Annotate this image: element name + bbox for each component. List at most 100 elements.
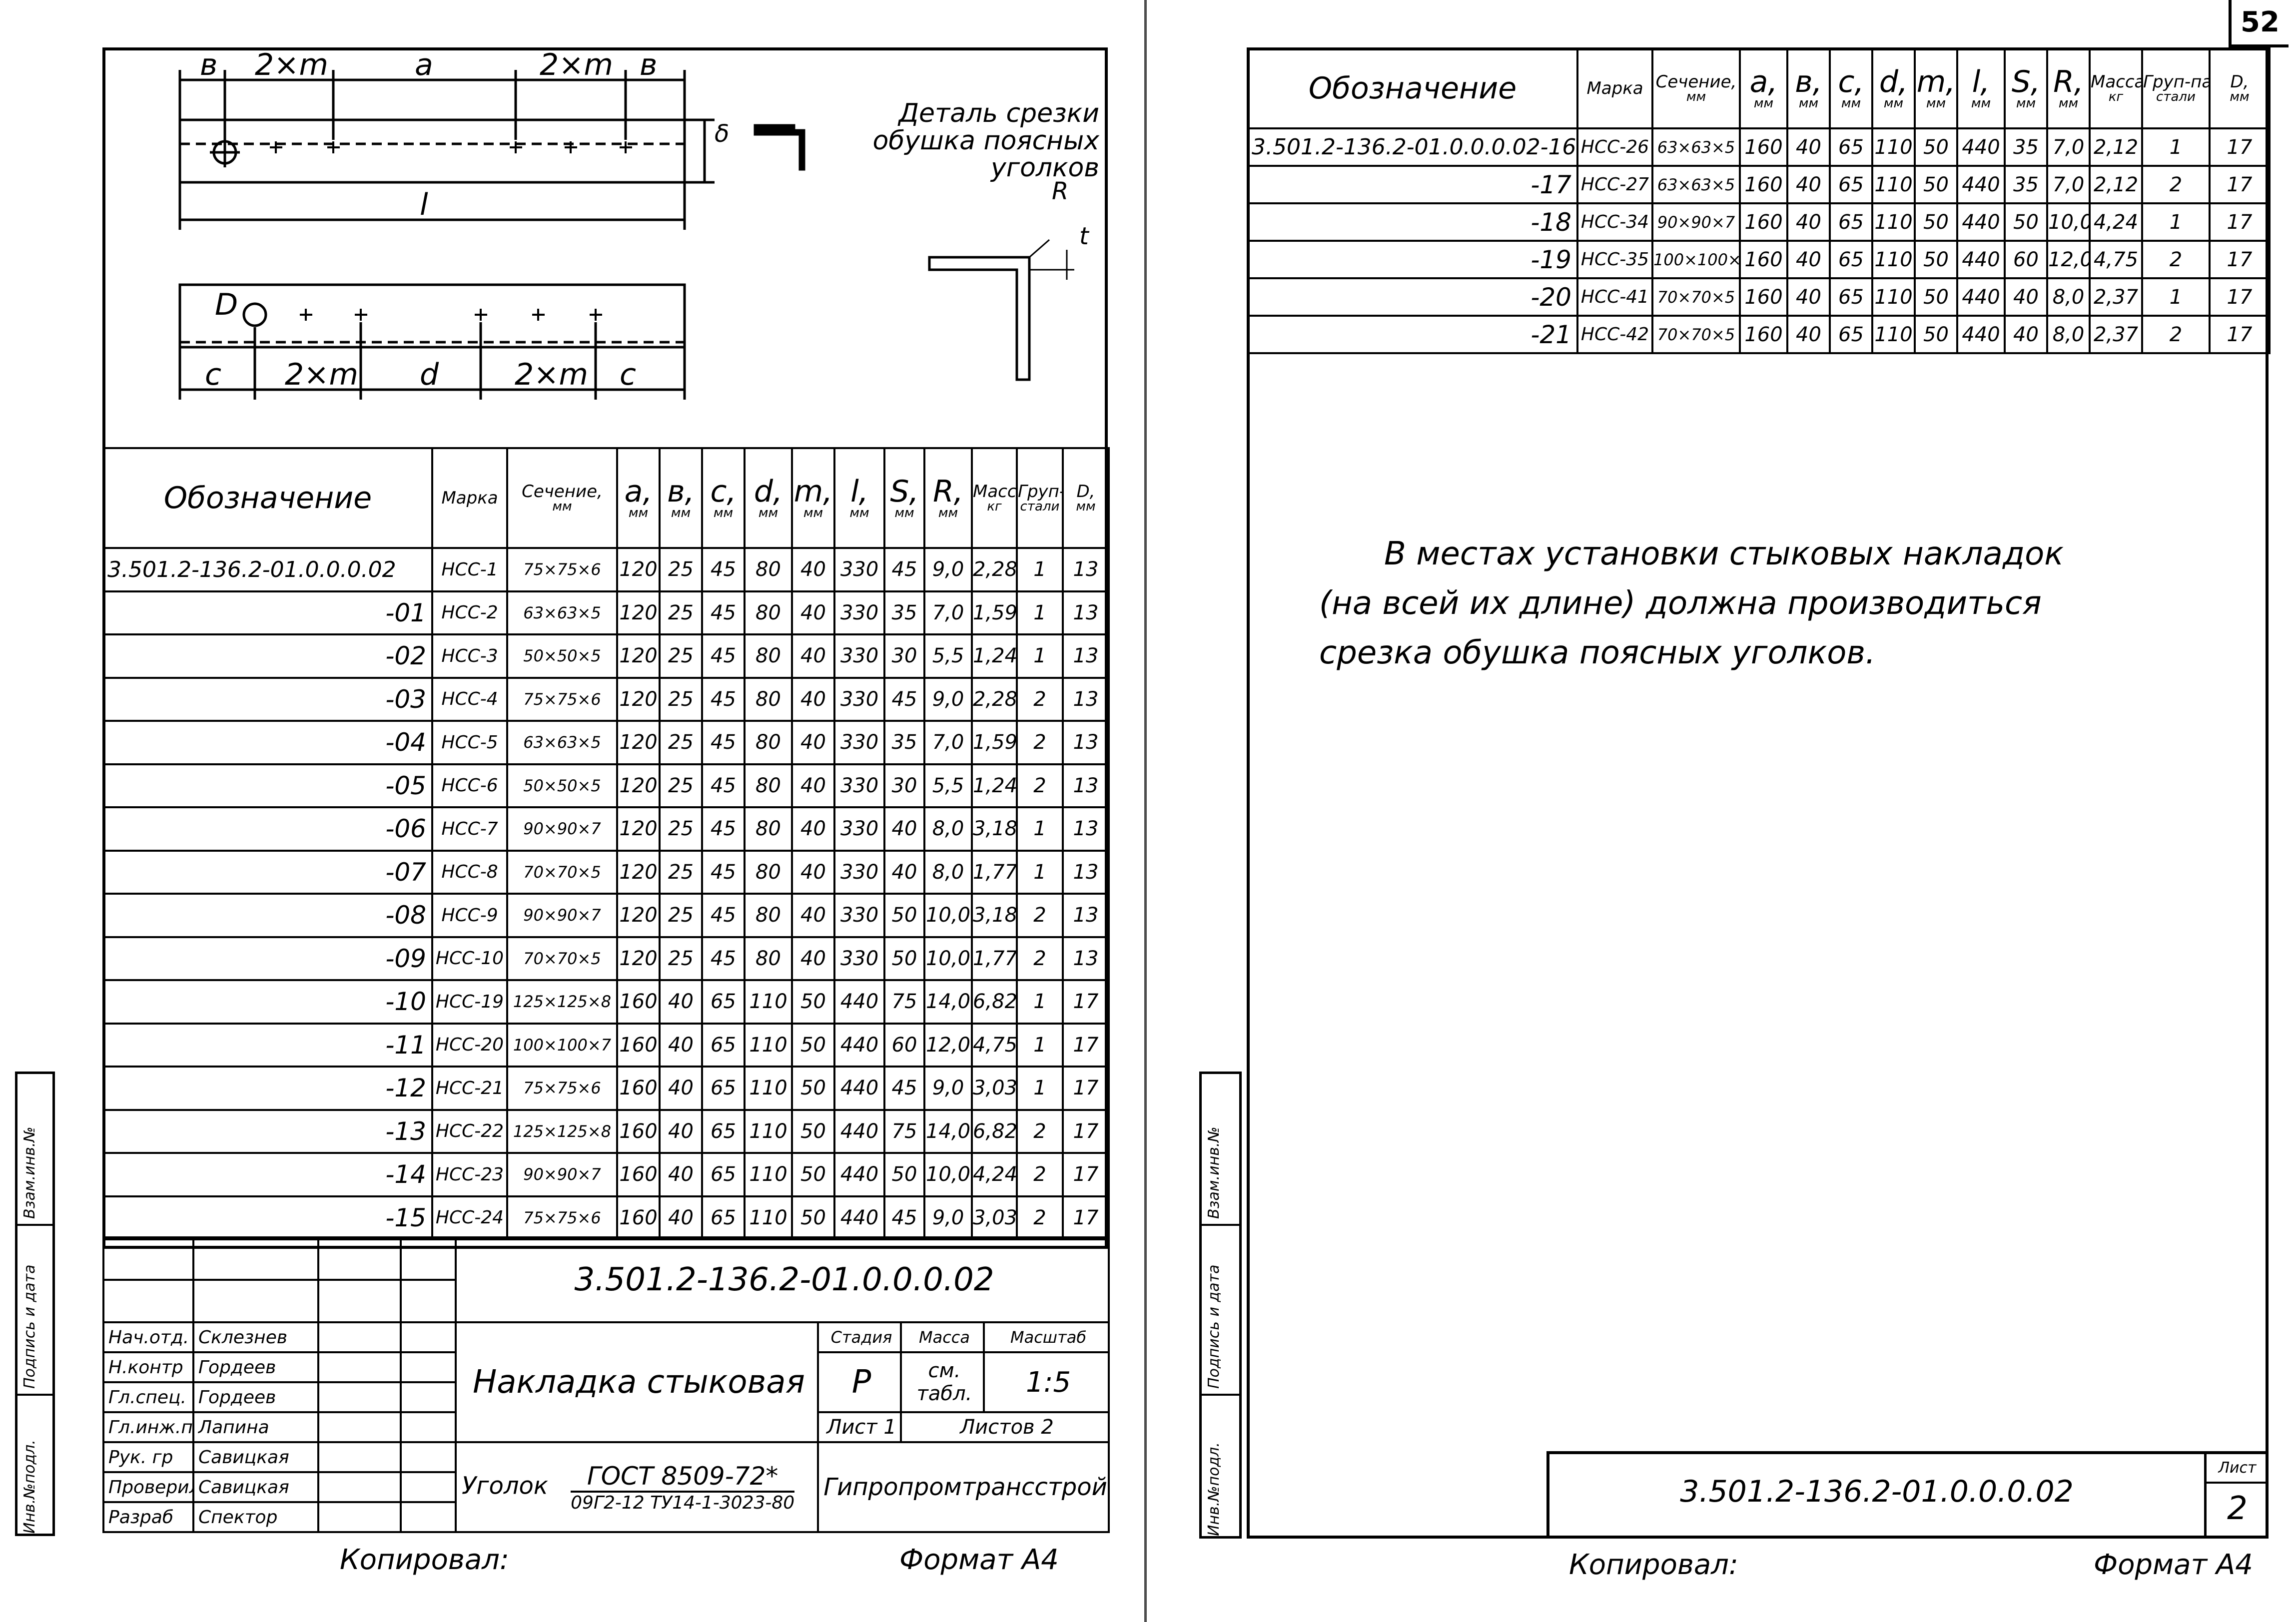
sidebar-2 bbox=[1199, 1072, 1242, 1539]
dim-top-b1: в bbox=[200, 47, 218, 82]
detail-caption: Деталь срезки обушка поясных уголков bbox=[872, 98, 1099, 183]
table-cell: 13 bbox=[1062, 633, 1110, 679]
table-cell: 50 bbox=[2004, 202, 2048, 242]
col-header-0: Обозначение bbox=[102, 447, 433, 549]
stamp-title: Накладка стыковая bbox=[455, 1321, 819, 1443]
table-cell: 17 bbox=[2209, 165, 2271, 204]
col-header-main: D, bbox=[2230, 72, 2249, 92]
stamp-name-0: Склезнев bbox=[192, 1321, 319, 1353]
col-header-main: S, bbox=[890, 474, 919, 509]
table-cell: 120 bbox=[616, 849, 661, 895]
table-cell: НСС-5 bbox=[431, 720, 508, 765]
table-cell: 100×100×7 bbox=[1651, 240, 1741, 279]
table-cell: 3,18 bbox=[971, 806, 1018, 852]
table-cell: НСС-42 bbox=[1576, 315, 1653, 354]
table-cell: 120 bbox=[616, 720, 661, 765]
table-cell: 45 bbox=[701, 806, 746, 852]
table-cell: 50×50×5 bbox=[506, 763, 618, 808]
table-cell: 40 bbox=[791, 633, 835, 679]
table-cell: 330 bbox=[833, 547, 885, 592]
table-cell: 13 bbox=[1062, 849, 1110, 895]
table-cell: 17 bbox=[2209, 202, 2271, 242]
table-cell: 125×125×8 bbox=[506, 979, 618, 1025]
stamp-mass-label: Масса bbox=[900, 1321, 985, 1353]
col-header-8: l,мм bbox=[1956, 47, 2006, 129]
table-cell: -12 bbox=[102, 1066, 433, 1111]
table-cell: -08 bbox=[102, 893, 433, 938]
stamp-org: Гипропромтрансстрой bbox=[816, 1441, 1110, 1533]
note-block: В местах установки стыковых накладок (на… bbox=[1319, 530, 2244, 678]
col-header-unit: мм bbox=[628, 506, 649, 521]
table-cell: 1 bbox=[2141, 277, 2211, 317]
table-cell: 35 bbox=[2004, 127, 2048, 167]
table-cell: 13 bbox=[1062, 590, 1110, 635]
table-cell: 17 bbox=[1062, 1108, 1110, 1154]
table-cell: 440 bbox=[1956, 127, 2006, 167]
table-cell: 40 bbox=[1786, 127, 1831, 167]
table-cell: -03 bbox=[102, 676, 433, 722]
table-cell: 40 bbox=[791, 676, 835, 722]
table-cell: 110 bbox=[744, 979, 793, 1025]
table-cell: -04 bbox=[102, 720, 433, 765]
table-cell: НСС-22 bbox=[431, 1108, 508, 1154]
sheet-1: в 2×m a 2×m в l δ D c 2×m d 2×m c Деталь… bbox=[0, 0, 1144, 1622]
table-cell: 75×75×6 bbox=[506, 676, 618, 722]
table-cell: 40 bbox=[2004, 315, 2048, 354]
table-cell: 3,03 bbox=[971, 1066, 1018, 1111]
table-cell: 40 bbox=[659, 1108, 703, 1154]
table-cell: 160 bbox=[1739, 127, 1788, 167]
table-cell: 13 bbox=[1062, 893, 1110, 938]
table-cell: НСС-1 bbox=[431, 547, 508, 592]
table-cell: 30 bbox=[883, 763, 925, 808]
table-cell: 75×75×6 bbox=[506, 1195, 618, 1240]
sidebar-1-label-2: Взам.инв.№ bbox=[21, 1126, 38, 1219]
stamp-material-label: Уголок bbox=[462, 1472, 548, 1500]
table-cell: 40 bbox=[1786, 165, 1831, 204]
table-cell: НСС-23 bbox=[431, 1152, 508, 1197]
col-header-11: Масса,кг bbox=[971, 447, 1018, 549]
table-cell: 8,0 bbox=[2046, 315, 2091, 354]
table-cell: 40 bbox=[883, 806, 925, 852]
dim-bottom-2m2: 2×m bbox=[515, 357, 588, 392]
stamp2-sheet-no: 2 bbox=[2227, 1490, 2248, 1527]
col-header-unit: стали bbox=[2156, 89, 2196, 104]
table-cell: 40 bbox=[1786, 240, 1831, 279]
col-header-unit: мм bbox=[1971, 96, 1991, 111]
col-header-unit: мм bbox=[938, 506, 958, 521]
table-cell: 90×90×7 bbox=[506, 806, 618, 852]
table-cell: 50 bbox=[791, 979, 835, 1025]
sidebar-2-label-0: Инв.№подл. bbox=[1205, 1442, 1223, 1536]
col-header-4: в,мм bbox=[1786, 47, 1831, 129]
table-cell: 50 bbox=[883, 893, 925, 938]
table-cell: 7,0 bbox=[923, 590, 973, 635]
table-cell: 3.501.2-136.2-01.0.0.0.02-16 bbox=[1247, 127, 1578, 167]
table-cell: 45 bbox=[701, 547, 746, 592]
table-cell: 70×70×5 bbox=[1651, 277, 1741, 317]
col-header-2: Сечение,мм bbox=[1651, 47, 1741, 129]
col-header-main: m, bbox=[793, 474, 833, 509]
table-cell: 25 bbox=[659, 676, 703, 722]
table-cell: 45 bbox=[883, 547, 925, 592]
stamp-sheets-label: Листов 2 bbox=[899, 1411, 1110, 1443]
table-cell: 160 bbox=[1739, 277, 1788, 317]
table-cell: 50 bbox=[791, 1195, 835, 1240]
table-cell: 1,24 bbox=[971, 633, 1018, 679]
table-cell: -21 bbox=[1247, 315, 1578, 354]
col-header-unit: мм bbox=[849, 506, 869, 521]
table-cell: 330 bbox=[833, 590, 885, 635]
table-cell: 160 bbox=[616, 1108, 661, 1154]
col-header-unit: мм bbox=[2230, 89, 2250, 104]
table-cell: 40 bbox=[2004, 277, 2048, 317]
col-header-unit: кг bbox=[2108, 89, 2124, 104]
dim-top-a: a bbox=[415, 47, 433, 82]
col-header-main: c, bbox=[1838, 64, 1864, 99]
table-cell: 80 bbox=[744, 676, 793, 722]
col-header-13: D,мм bbox=[1062, 447, 1110, 549]
